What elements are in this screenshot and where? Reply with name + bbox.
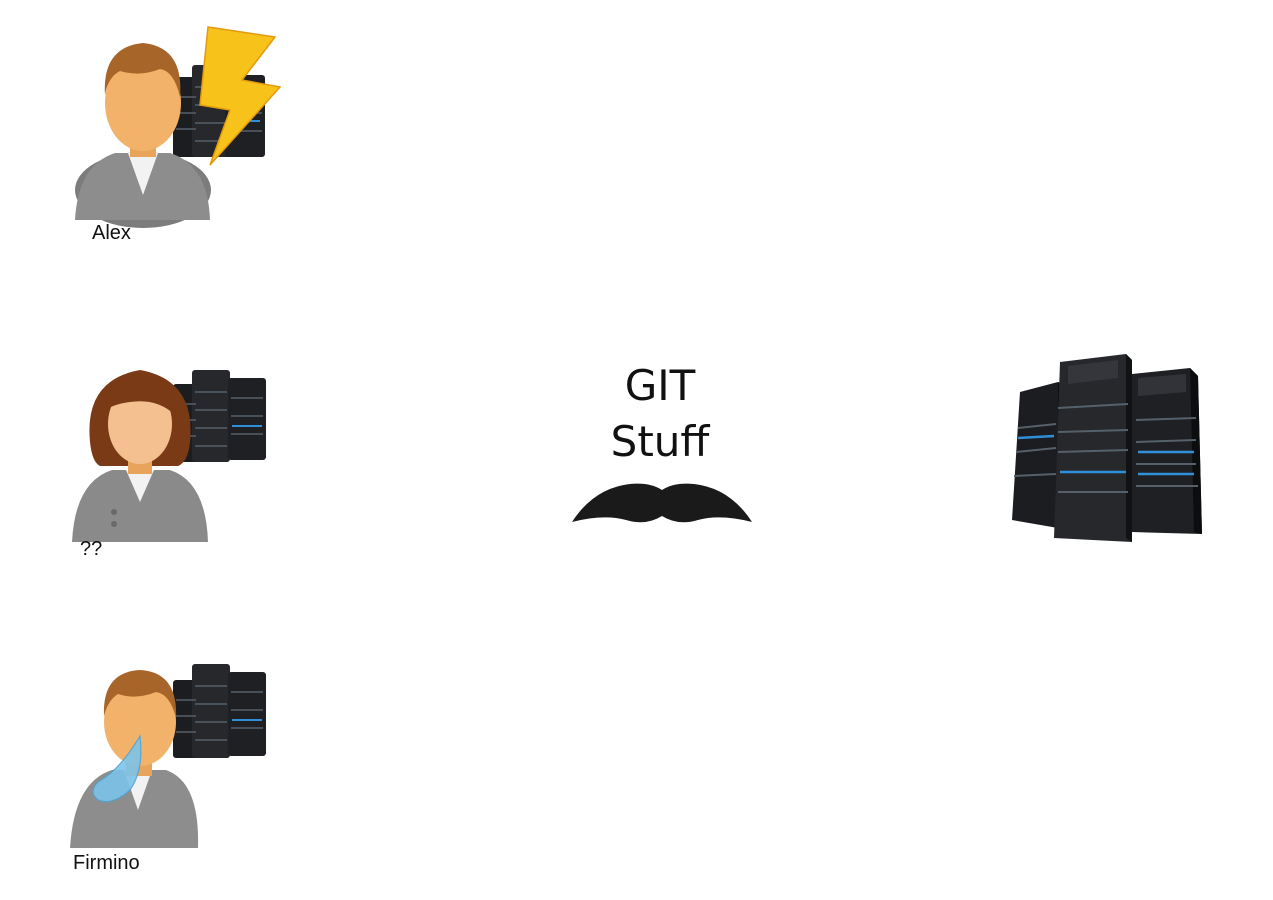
- mustache-icon: [572, 483, 752, 523]
- lightning-icon: [199, 26, 282, 166]
- user-alex: [70, 25, 285, 230]
- center-title-line1: GIT: [624, 361, 696, 410]
- user-label-firmino: Firmino: [73, 852, 140, 874]
- user-unknown: [70, 362, 285, 547]
- server-rack-icon: [1012, 354, 1202, 542]
- center-title: GIT Stuff: [560, 358, 760, 470]
- user-alex-graphic: [75, 26, 282, 228]
- user-firmino-graphic: [70, 664, 266, 848]
- local-server-icon: [173, 664, 266, 758]
- user-firmino: [68, 660, 283, 855]
- user-label-alex: Alex: [92, 222, 131, 244]
- person-male-icon: [75, 43, 211, 228]
- person-female-icon: [72, 370, 208, 542]
- center-emblem: [570, 478, 754, 528]
- user-unknown-graphic: [72, 370, 266, 542]
- center-title-line2: Stuff: [610, 417, 710, 466]
- user-label-unknown: ??: [80, 538, 103, 560]
- tear-icon: [92, 734, 142, 803]
- remote-server: [1008, 348, 1208, 548]
